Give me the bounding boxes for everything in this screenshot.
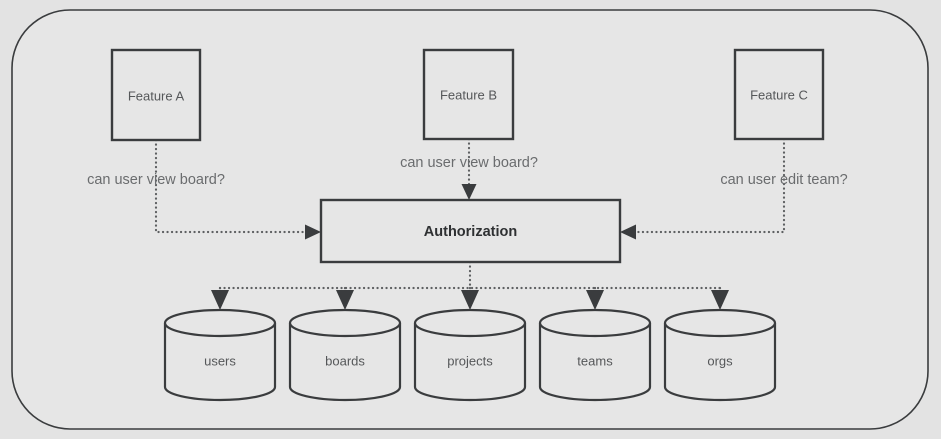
feature-c-box[interactable]	[733, 48, 825, 141]
authorization-label: Authorization	[424, 224, 517, 240]
orgs-cylinder-top[interactable]	[663, 308, 777, 338]
teams-cylinder-top[interactable]	[538, 308, 652, 338]
datastore-node-orgs[interactable]: orgs	[663, 308, 777, 402]
feature-b-label: Feature B	[440, 87, 497, 102]
arrowhead-down-icon	[586, 290, 604, 310]
feature-c-label: Feature C	[750, 87, 808, 102]
teams-label: teams	[577, 353, 613, 368]
boards-cylinder-body[interactable]	[288, 323, 402, 402]
arrowhead-down-icon	[211, 290, 229, 310]
users-cylinder-top[interactable]	[163, 308, 277, 338]
datastore-node-projects[interactable]: projects	[413, 308, 527, 402]
arrowhead-down-icon	[461, 184, 477, 200]
datastore-node-boards[interactable]: boards	[288, 308, 402, 402]
authorization-service-node[interactable]: Authorization	[319, 198, 622, 264]
teams-cylinder-body[interactable]	[538, 323, 652, 402]
edge-feature-b-to-auth	[461, 137, 477, 200]
datastore-node-teams[interactable]: teams	[538, 308, 652, 402]
edge-auth-to-projects	[461, 286, 479, 310]
users-label: users	[204, 353, 236, 368]
arrowhead-down-icon	[711, 290, 729, 310]
edge-auth-to-orgs	[711, 286, 729, 310]
edge-auth-to-teams	[586, 286, 604, 310]
edge-feature-c-to-auth	[620, 137, 786, 240]
boards-cylinder-top[interactable]	[288, 308, 402, 338]
feature-a-box[interactable]	[110, 48, 202, 142]
authorization-box[interactable]	[319, 198, 622, 264]
projects-cylinder-top[interactable]	[413, 308, 527, 338]
projects-cylinder-body[interactable]	[413, 323, 527, 402]
feature-a-label: Feature A	[128, 88, 185, 103]
users-cylinder-body[interactable]	[163, 323, 277, 402]
edge-layer	[154, 137, 786, 310]
edge-label-feature-b: can user view board?	[400, 155, 538, 171]
projects-label: projects	[447, 353, 493, 368]
arrowhead-left-icon	[620, 224, 636, 240]
edge-auth-fanout	[211, 260, 729, 310]
boards-label: boards	[325, 353, 365, 368]
feature-node-feature-b[interactable]: Feature B	[422, 48, 515, 141]
datastore-node-users[interactable]: users	[163, 308, 277, 402]
feature-node-feature-c[interactable]: Feature C	[733, 48, 825, 141]
feature-b-box[interactable]	[422, 48, 515, 141]
feature-node-feature-a[interactable]: Feature A	[110, 48, 202, 142]
arrowhead-down-icon	[461, 290, 479, 310]
edge-auth-to-users	[211, 286, 229, 310]
edge-auth-to-boards	[336, 286, 354, 310]
arrowhead-down-icon	[336, 290, 354, 310]
edge-label-feature-c: can user edit team?	[720, 172, 847, 188]
arrowhead-right-icon	[305, 224, 321, 240]
edge-label-feature-a: can user view board?	[87, 172, 225, 188]
orgs-cylinder-body[interactable]	[663, 323, 777, 402]
orgs-label: orgs	[707, 353, 733, 368]
edge-feature-a-to-auth	[154, 138, 321, 240]
